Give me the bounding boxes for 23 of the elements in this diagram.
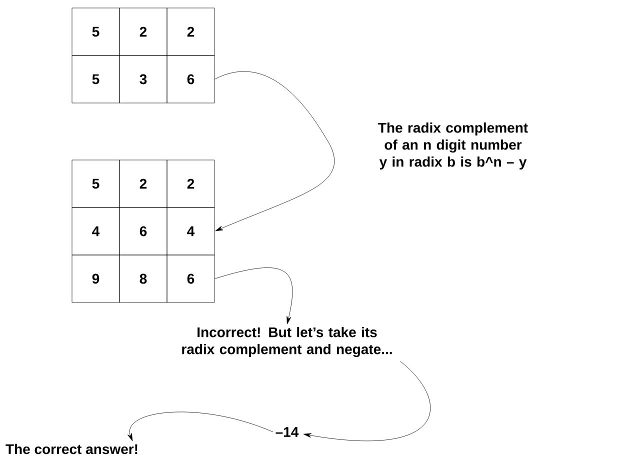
table-cell: 5	[72, 8, 120, 56]
table-cell: 6	[119, 207, 168, 256]
curved-arrow	[303, 361, 430, 442]
table-cell: 6	[166, 55, 215, 104]
table-cell: 4	[72, 207, 120, 256]
table-cell: 9	[72, 254, 120, 303]
table-cell: 2	[166, 8, 215, 56]
table-cell: 2	[119, 8, 168, 56]
table-cell: 4	[166, 207, 215, 256]
table-cell: 5	[72, 55, 120, 104]
table-cell: 6	[166, 254, 215, 303]
curved-arrow	[214, 71, 335, 232]
table-cell: 8	[119, 254, 168, 303]
note-text: The radix complement of an n digit number y in radix b is b^n – y	[378, 122, 528, 170]
table-cell: 2	[119, 160, 168, 208]
note-text: Incorrect! But let’s take its radix complement and negate...	[182, 326, 392, 358]
note-text: The correct answer!	[6, 444, 138, 454]
curved-arrow	[214, 268, 293, 324]
curved-arrow	[128, 412, 274, 442]
table-cell: 5	[72, 160, 120, 208]
table-cell: 3	[119, 55, 168, 104]
table-cell: 2	[166, 160, 215, 208]
note-text: –14	[276, 427, 299, 437]
